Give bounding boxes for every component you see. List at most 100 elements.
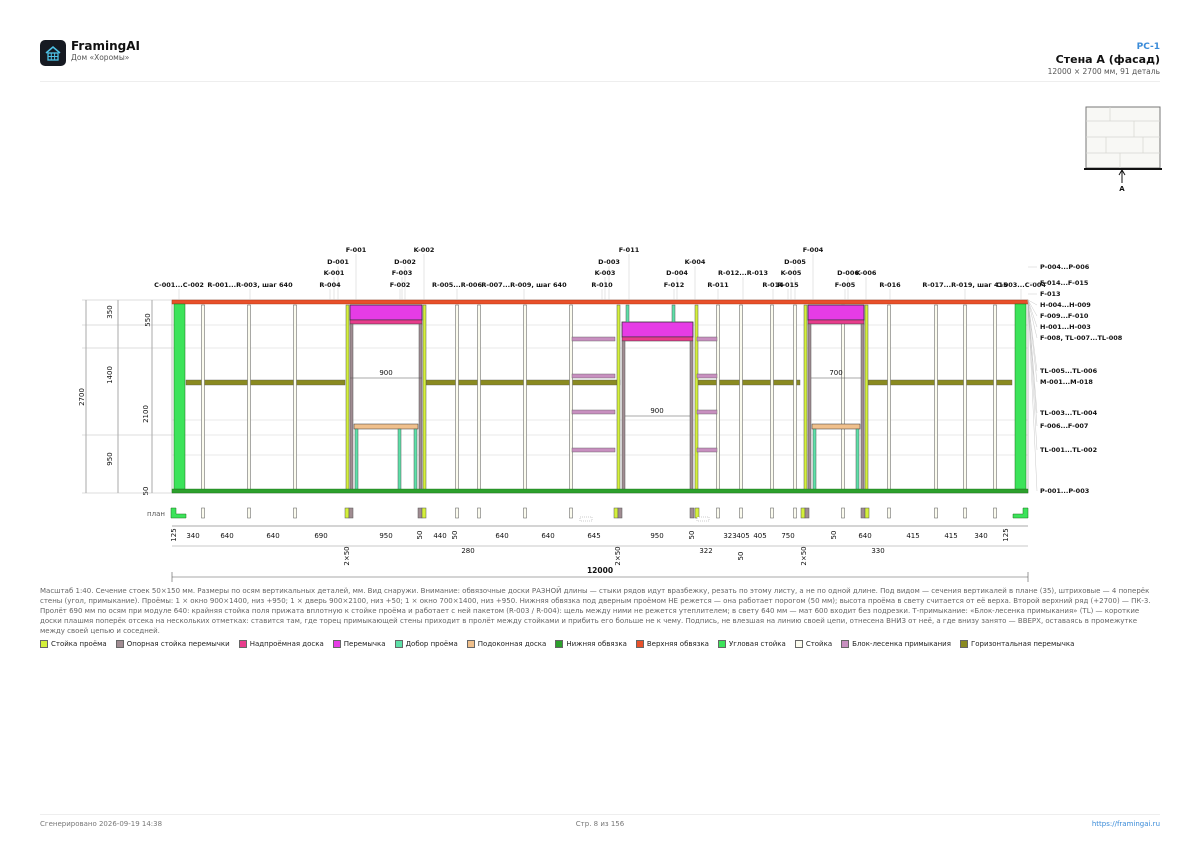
plan-opening-stud [617, 507, 623, 519]
dim-width: 950 [650, 532, 663, 540]
window-1-king-right [422, 304, 427, 491]
sheet-meta: 12000 × 2700 мм, 91 деталь [1047, 67, 1160, 76]
top-plate [171, 299, 1029, 305]
dim-width: 340 [974, 532, 987, 540]
legend-swatch [332, 640, 341, 648]
part-label-right: F-008, TL-007...TL-008 [1040, 334, 1123, 342]
plan-stud [293, 507, 297, 519]
corner-stud-right [1014, 303, 1027, 490]
legend-item: Угловая стойка [717, 640, 786, 648]
ladder-block [696, 409, 718, 415]
plan-stud [739, 507, 743, 519]
opening-width: 900 [650, 407, 663, 415]
part-label: D-004 [666, 269, 688, 277]
dim-height: 1400 [106, 366, 114, 384]
dim-width: 50 [416, 531, 424, 540]
part-label: K-003 [595, 269, 616, 277]
legend-swatch [841, 640, 850, 648]
plan-opening-stud [348, 507, 354, 519]
legend-label: Угловая стойка [728, 640, 786, 648]
dim-width: 125 [1002, 528, 1010, 541]
stud [934, 304, 938, 491]
part-label-right: TL-005...TL-006 [1040, 367, 1098, 375]
plan-stud [716, 507, 720, 519]
horizontal-blocking [696, 379, 801, 386]
plan-stud [963, 507, 967, 519]
dim-height: 350 [106, 305, 114, 318]
plan-stud [841, 507, 845, 519]
window-2-top-board [807, 319, 865, 325]
plan-opening-stud [689, 507, 695, 519]
dim-width: 645 [587, 532, 600, 540]
stud [739, 304, 743, 491]
part-label: R-004 [319, 281, 341, 289]
part-label: D-005 [784, 258, 806, 266]
window-1-jack-left [349, 323, 354, 491]
plan-corner-left [170, 507, 187, 519]
ladder-block [571, 447, 616, 453]
stud [887, 304, 891, 491]
plan-stud [455, 507, 459, 519]
plan-label: план [147, 510, 165, 518]
plan-stud [201, 507, 205, 519]
part-label: F-004 [803, 246, 824, 254]
plan-stud [770, 507, 774, 519]
legend-swatch [794, 640, 803, 648]
part-label: R-010 [591, 281, 613, 289]
door-jack-left [621, 340, 626, 491]
door-king-right [694, 304, 699, 491]
bottom-plate [171, 488, 1029, 494]
part-label: R-012...R-013 [718, 269, 768, 277]
leader-line [1027, 299, 1038, 317]
part-label-right: F-014...F-015 [1040, 279, 1089, 287]
dim-width: 2×50 [343, 546, 351, 565]
dim-width: 640 [541, 532, 554, 540]
keyplan-frame [1085, 106, 1161, 169]
legend-label: Стойка [805, 640, 833, 648]
stud [963, 304, 967, 491]
stud [455, 304, 459, 491]
part-label: R-014 [762, 281, 784, 289]
dim-width: 750 [781, 532, 794, 540]
dim-width: 690 [314, 532, 327, 540]
ladder-block [571, 336, 616, 342]
window-2-king-right [864, 304, 869, 491]
leader-line [1027, 299, 1038, 451]
legend-swatch [555, 640, 564, 648]
plan-stud [523, 507, 527, 519]
site-link[interactable]: https://framingai.ru [1091, 820, 1160, 828]
legend-item: Горизонтальная перемычка [959, 640, 1074, 648]
dim-width: 640 [220, 532, 233, 540]
plan-opening-stud [421, 507, 427, 519]
legend-swatch [115, 640, 124, 648]
plan-opening-stud [860, 507, 866, 519]
legend-label: Нижняя обвязка [566, 640, 627, 648]
dim-width: 415 [906, 532, 919, 540]
stud [523, 304, 527, 491]
stud [247, 304, 251, 491]
app-logo [40, 40, 66, 66]
window-2-jack-right [860, 323, 865, 491]
leader-line [1027, 299, 1038, 306]
leader-line [1027, 299, 1038, 328]
dim-width: 330 [871, 547, 884, 555]
project-name: Дом «Хоромы» [71, 53, 130, 62]
plan-opening-stud [344, 507, 350, 519]
door-header [621, 321, 694, 338]
dim-width: 415 [944, 532, 957, 540]
dim-height: 550 [144, 313, 152, 326]
legend-swatch [238, 640, 247, 648]
part-label: C-003...C-004 [996, 281, 1046, 289]
legend-item: Надпроёмная доска [238, 640, 324, 648]
dim-width: 50 [737, 552, 745, 561]
part-label: R-011 [707, 281, 729, 289]
part-label-right: H-001...H-003 [1040, 323, 1091, 331]
legend-label: Верхняя обвязка [646, 640, 709, 648]
footer-divider [40, 814, 1160, 815]
part-label: F-011 [619, 246, 640, 254]
window-1-sill [353, 423, 419, 430]
window-2-cripple [812, 428, 817, 491]
window-1-header [349, 304, 423, 321]
stud [293, 304, 297, 491]
